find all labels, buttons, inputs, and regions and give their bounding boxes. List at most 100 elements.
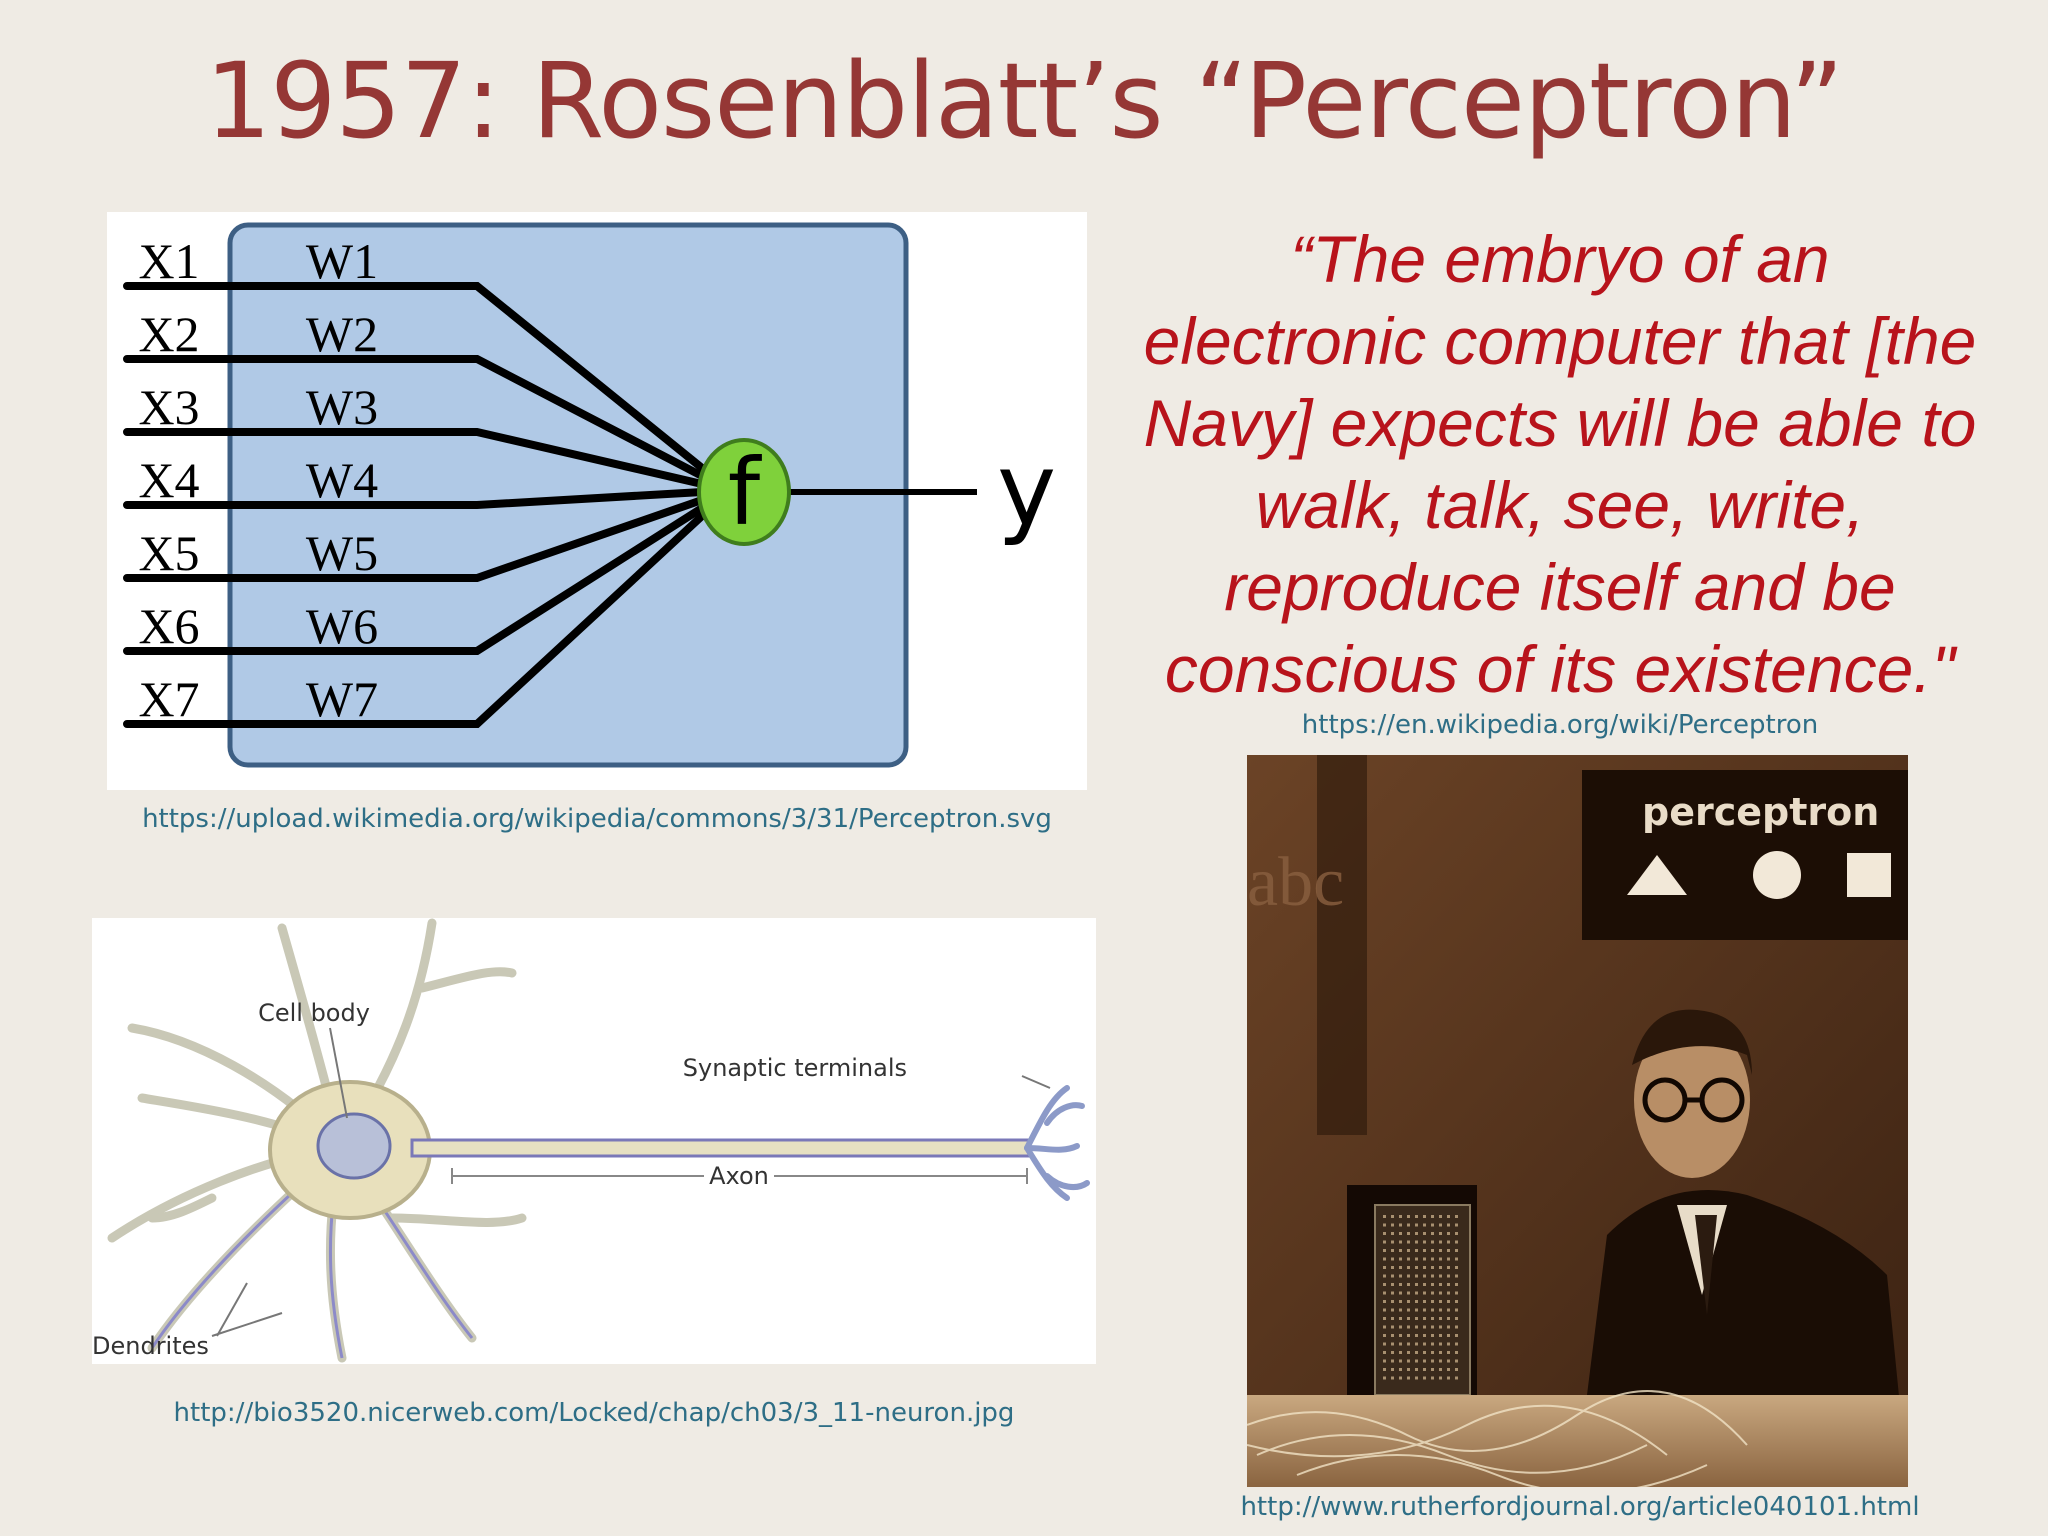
retina-dot: [1391, 1308, 1394, 1312]
retina-dot: [1415, 1376, 1418, 1380]
retina-dot: [1391, 1368, 1394, 1371]
retina-dot: [1431, 1266, 1434, 1269]
retina-dot: [1383, 1300, 1386, 1303]
retina-dot: [1439, 1317, 1442, 1320]
retina-dot: [1447, 1232, 1450, 1235]
retina-dot: [1391, 1232, 1394, 1235]
retina-dot: [1423, 1232, 1426, 1235]
retina-dot: [1455, 1359, 1458, 1363]
retina-dot: [1423, 1351, 1426, 1354]
circle-shape: [1753, 851, 1801, 899]
retina-dot: [1455, 1317, 1458, 1320]
input-connection: [123, 282, 706, 472]
retina-dot: [1447, 1257, 1450, 1261]
retina-dot: [1415, 1368, 1418, 1371]
retina-dot: [1391, 1342, 1394, 1346]
retina-dot: [1383, 1291, 1386, 1295]
retina-dot: [1447, 1342, 1450, 1346]
retina-dot: [1455, 1223, 1458, 1227]
retina-dot: [1439, 1283, 1442, 1286]
retina-dot: [1383, 1342, 1386, 1346]
retina-dot: [1431, 1300, 1434, 1303]
retina-dot: [1399, 1334, 1402, 1337]
weight-label: W5: [306, 525, 378, 581]
retina-dot: [1391, 1240, 1394, 1244]
retina-dot: [1455, 1266, 1458, 1269]
retina-dot: [1423, 1342, 1426, 1346]
retina-dot: [1439, 1232, 1442, 1235]
retina-dot: [1415, 1283, 1418, 1286]
retina-dot: [1447, 1351, 1450, 1354]
synaptic-terminals-shape: [1024, 1085, 1090, 1201]
retina-dot: [1439, 1351, 1442, 1354]
weight-label: W6: [306, 598, 378, 654]
quote-source[interactable]: https://en.wikipedia.org/wiki/Perceptron: [1301, 710, 1819, 740]
retina-dot: [1407, 1257, 1410, 1261]
retina-dot: [1431, 1351, 1434, 1354]
retina-dot: [1455, 1240, 1458, 1244]
retina-dot: [1415, 1308, 1418, 1312]
retina-dot: [1447, 1300, 1450, 1303]
retina-dot: [1407, 1308, 1410, 1312]
retina-dot: [1455, 1274, 1458, 1278]
retina-dot: [1455, 1334, 1458, 1337]
retina-dot: [1407, 1223, 1410, 1227]
weight-label: W7: [306, 671, 378, 727]
retina-dot: [1407, 1317, 1410, 1320]
retina-dot: [1431, 1325, 1434, 1329]
retina-dot: [1455, 1249, 1458, 1252]
retina-dot: [1399, 1308, 1402, 1312]
retina-dot: [1399, 1376, 1402, 1380]
glasses: [1642, 1077, 1745, 1123]
retina-dot: [1391, 1325, 1394, 1329]
input-label: X4: [138, 452, 199, 508]
retina-dot: [1455, 1308, 1458, 1312]
retina-dot: [1399, 1257, 1402, 1261]
retina-dot: [1383, 1266, 1386, 1269]
retina-dot: [1383, 1215, 1386, 1218]
retina-dot: [1407, 1300, 1410, 1303]
retina-dot: [1447, 1359, 1450, 1363]
retina-dot: [1447, 1249, 1450, 1252]
perceptron-caption[interactable]: https://upload.wikimedia.org/wikipedia/c…: [142, 804, 1052, 834]
retina-dot: [1399, 1249, 1402, 1252]
retina-dot: [1415, 1240, 1418, 1244]
weight-label: W3: [306, 379, 378, 435]
retina-dot: [1439, 1376, 1442, 1380]
retina-dot: [1423, 1317, 1426, 1320]
retina-dot: [1431, 1334, 1434, 1337]
retina-dot: [1431, 1308, 1434, 1312]
retina-dot: [1407, 1266, 1410, 1269]
retina-dot: [1399, 1240, 1402, 1244]
retina-dot: [1383, 1257, 1386, 1261]
retina-dot: [1399, 1317, 1402, 1320]
retina-dot: [1407, 1376, 1410, 1380]
retina-dot: [1447, 1240, 1450, 1244]
retina-dot: [1399, 1359, 1402, 1363]
retina-dot: [1407, 1283, 1410, 1286]
retina-dot: [1455, 1232, 1458, 1235]
retina-dot: [1415, 1300, 1418, 1303]
retina-dot: [1391, 1266, 1394, 1269]
retina-dot: [1391, 1291, 1394, 1295]
retina-dot: [1447, 1334, 1450, 1337]
retina-dot: [1415, 1249, 1418, 1252]
retina-dot: [1455, 1257, 1458, 1261]
retina-dot: [1391, 1283, 1394, 1286]
retina-dot: [1407, 1249, 1410, 1252]
retina-dot: [1383, 1351, 1386, 1354]
cell-body-label: Cell body: [258, 999, 370, 1027]
retina-dot: [1455, 1376, 1458, 1380]
axon-label: Axon: [709, 1162, 769, 1190]
quote-block: “The embryo of an electronic computer th…: [1110, 218, 2010, 710]
retina-dot: [1399, 1266, 1402, 1269]
retina-dot: [1383, 1274, 1386, 1278]
input-connection: [123, 488, 706, 509]
photo-caption[interactable]: http://www.rutherfordjournal.org/article…: [1240, 1492, 1920, 1522]
retina-dot: [1455, 1351, 1458, 1354]
neuron-caption[interactable]: http://bio3520.nicerweb.com/Locked/chap/…: [173, 1398, 1015, 1428]
retina-dot: [1415, 1223, 1418, 1227]
retina-dot: [1407, 1232, 1410, 1235]
sign-text: perceptron: [1642, 790, 1879, 834]
